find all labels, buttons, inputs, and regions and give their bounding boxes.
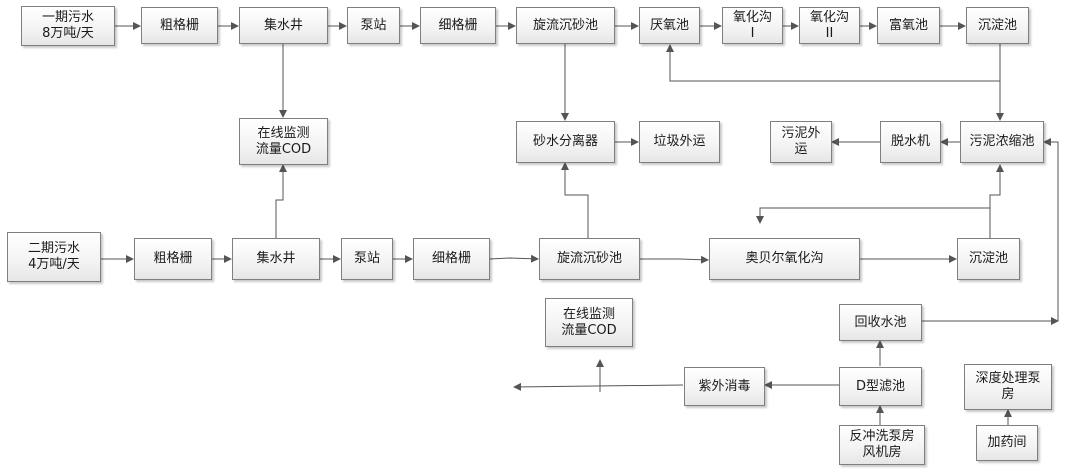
node-pump-station-2: 泵站 (341, 238, 393, 280)
arrow-sedimentation2-return-to-orbal (756, 207, 990, 224)
node-coarse-screen-2: 粗格栅 (134, 238, 212, 280)
arrow-recovery-to-thickener (1043, 138, 1059, 321)
node-vortex-grit-1: 旋流沉砂池 (516, 7, 615, 44)
node-anaerobic-tank: 厌氧池 (639, 7, 700, 44)
node-phase1-sewage: 一期污水 8万吨/天 (21, 6, 115, 46)
node-sump-well-1: 集水井 (239, 7, 328, 44)
node-fine-screen-1: 细格栅 (420, 7, 496, 44)
node-sludge-outbound: 污泥外 运 (770, 121, 832, 163)
node-sand-water-separator: 砂水分离器 (516, 121, 615, 163)
node-online-monitor-2: 在线监测 流量COD (545, 298, 633, 347)
node-dosing-room: 加药间 (976, 425, 1038, 461)
arrow-uv-to-outfall (513, 382, 684, 391)
node-sedimentation-2: 沉淀池 (957, 238, 1020, 280)
node-orbal-oxidation-ditch: 奥贝尔氧化沟 (709, 238, 860, 280)
arrow-vortex-grit2-to-separator (561, 162, 589, 238)
node-oxygen-rich-tank: 富氧池 (877, 7, 940, 44)
arrow-sedimentation-return-to-anaerobic (666, 43, 1001, 82)
arrow-fine-screen2-to-vortex-grit2 (489, 254, 539, 263)
arrow-vortex-grit2-to-orbal (640, 255, 709, 264)
node-coarse-screen-1: 粗格栅 (141, 7, 218, 44)
node-pump-station-1: 泵站 (347, 7, 400, 44)
arrow-sump-well2-to-online-monitor (275, 164, 287, 238)
node-advanced-pump-house: 深度处理泵 房 (964, 364, 1052, 410)
node-d-type-filter: D型滤池 (839, 367, 922, 406)
node-online-monitor-1: 在线监测 流量COD (239, 118, 328, 165)
node-phase2-sewage: 二期污水 4万吨/天 (7, 232, 101, 282)
node-sedimentation-1: 沉淀池 (966, 7, 1029, 44)
node-fine-screen-2: 细格栅 (413, 238, 490, 280)
node-vortex-grit-2: 旋流沉砂池 (539, 238, 640, 280)
node-recovery-pool: 回收水池 (839, 304, 922, 341)
node-sump-well-2: 集水井 (232, 238, 320, 280)
node-sludge-thickener: 污泥浓缩池 (960, 121, 1044, 163)
node-uv-disinfection: 紫外消毒 (684, 367, 765, 406)
node-oxidation-ditch-1: 氧化沟 I (722, 7, 783, 44)
arrow-sedimentation2-to-thickener (989, 164, 1004, 238)
node-backwash-pump-house: 反冲洗泵房 风机房 (839, 425, 925, 465)
node-dewatering-machine: 脱水机 (880, 121, 941, 163)
node-oxidation-ditch-2: 氧化沟 II (799, 7, 860, 44)
node-garbage-outbound: 垃圾外运 (639, 121, 720, 163)
